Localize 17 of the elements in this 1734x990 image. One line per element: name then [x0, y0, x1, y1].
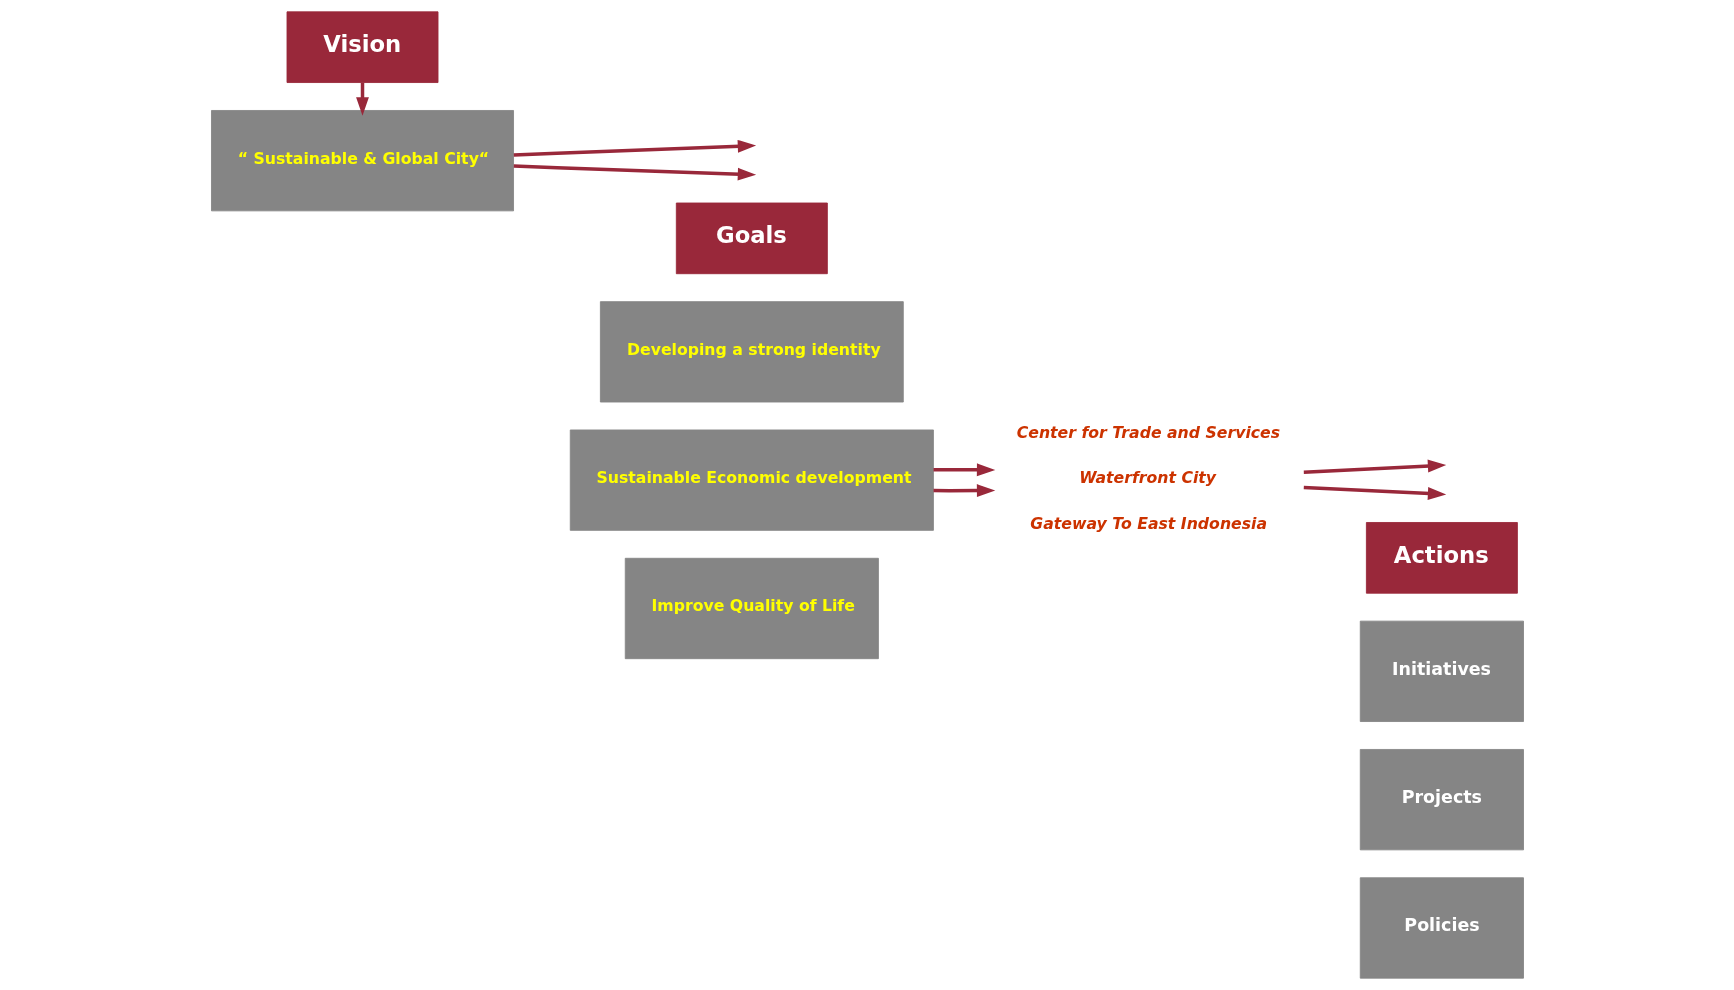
node-box: Vision [286, 11, 438, 83]
arrow [933, 484, 995, 497]
node-box: Actions [1365, 522, 1518, 594]
node-box: Initiatives [1359, 620, 1524, 722]
arrow [513, 139, 756, 157]
node-text: Center for Trade and Services Waterfront City Gateway To East Indonesia [1016, 422, 1280, 533]
node-box: Developing a strong identity [599, 301, 904, 403]
node-box: Sustainable Economic development [569, 429, 934, 531]
node-box: Goals [675, 202, 828, 275]
arrow [513, 164, 756, 181]
node-box: Improve Quality of Life [624, 557, 879, 660]
arrow [1303, 485, 1446, 500]
arrow [933, 463, 995, 477]
arrow [1303, 459, 1446, 474]
node-box: Policies [1359, 877, 1524, 979]
node-box: Projects [1359, 749, 1524, 851]
node-box: “ Sustainable & Global City“ [210, 110, 514, 212]
